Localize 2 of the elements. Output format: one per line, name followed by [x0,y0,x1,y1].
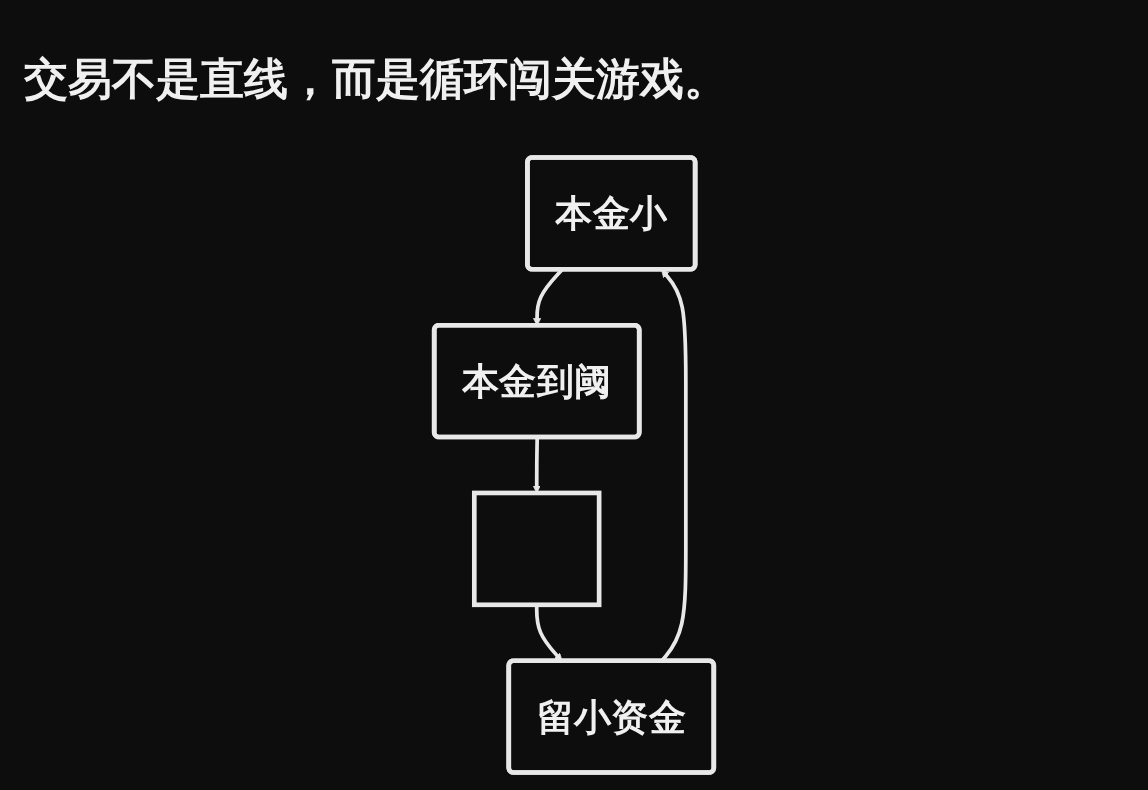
node-box [472,490,602,608]
title: 交易不是直线，而是循环闯关游戏。 [24,52,728,106]
